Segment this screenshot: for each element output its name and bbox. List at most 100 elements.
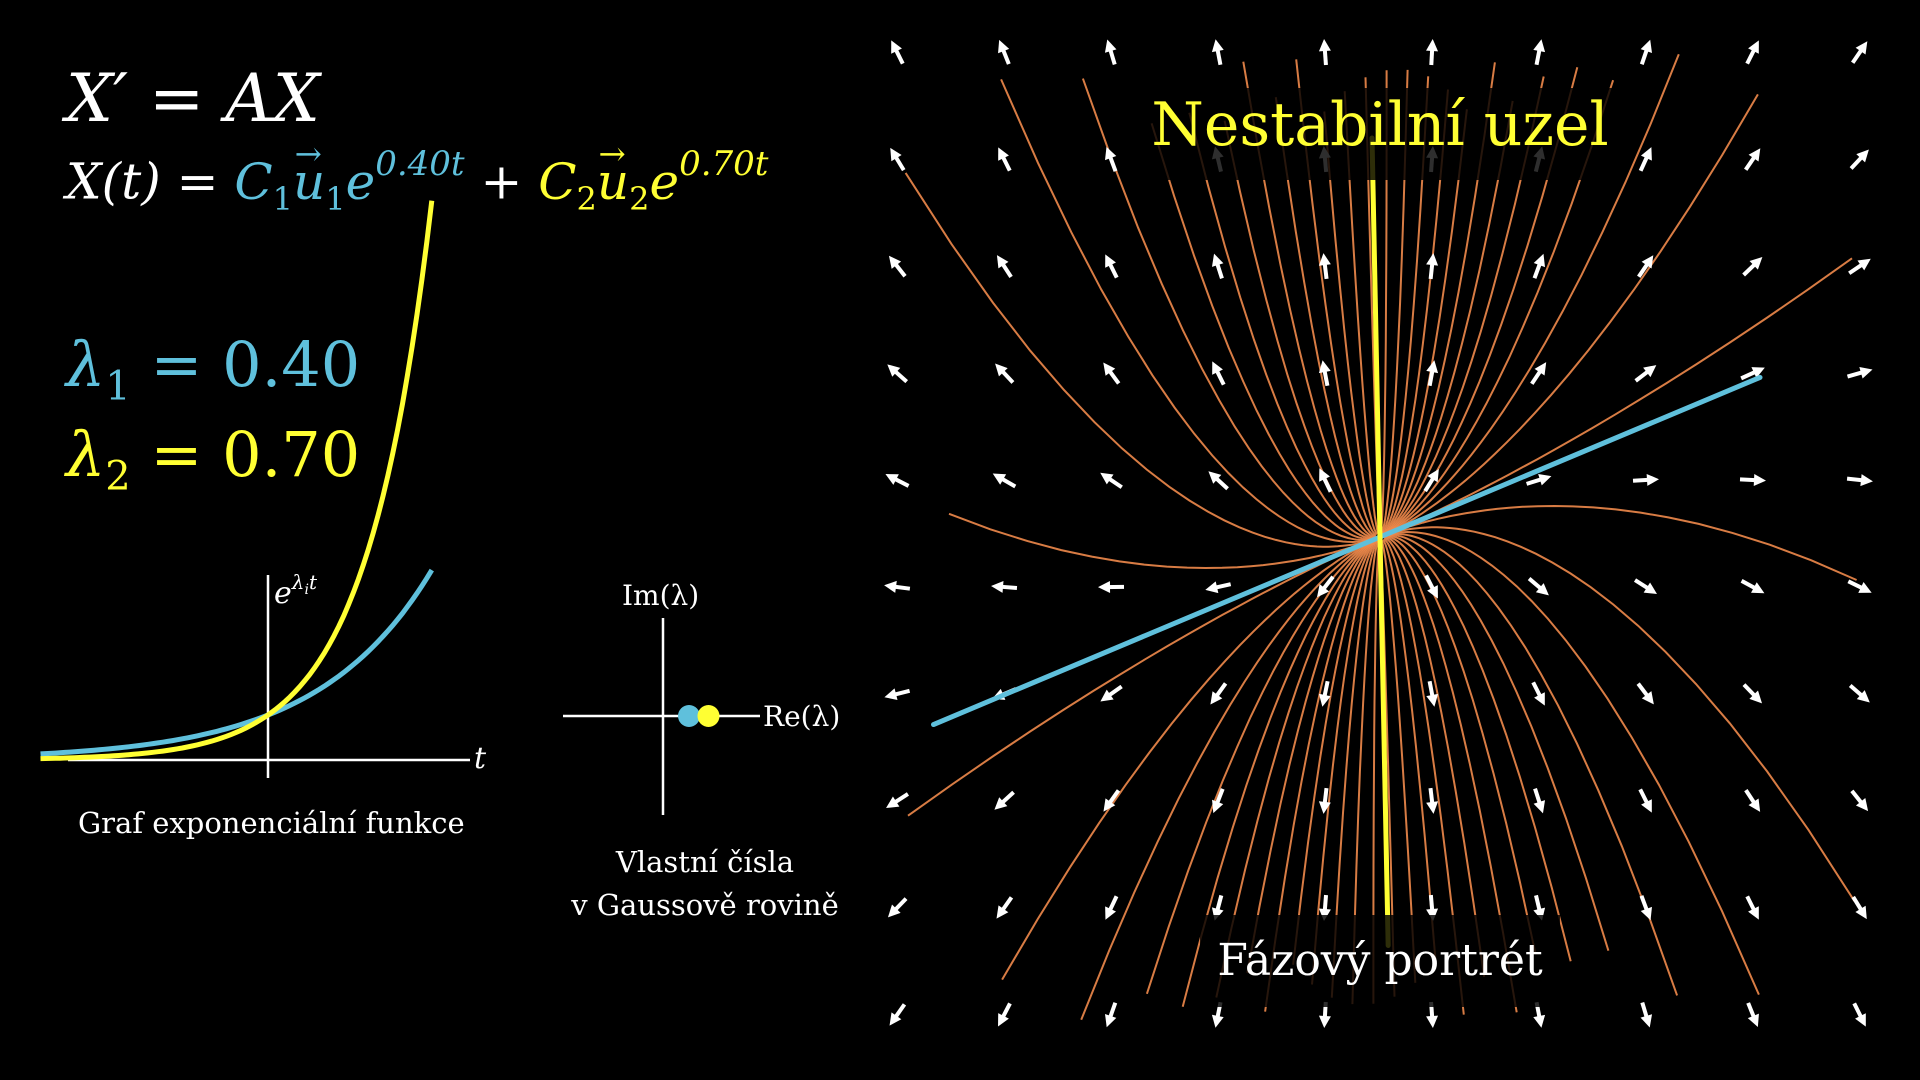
solution-equation: X(t) = C1u1e0.40t + C2u2e0.70t (66, 135, 768, 218)
field-arrow (1740, 579, 1765, 594)
streamline (1382, 89, 1449, 535)
field-arrow (1318, 787, 1331, 814)
streamline (1382, 539, 1437, 963)
streamline (1383, 534, 1610, 951)
field-arrow (1205, 581, 1232, 594)
phase-caption: Fázový portrét (1217, 935, 1543, 986)
lambda-1-value: λ1 = 0.40 (66, 328, 361, 410)
streamline (1383, 257, 1853, 537)
field-arrow (1424, 574, 1438, 599)
field-arrow (887, 897, 908, 918)
exp-x-label: t (474, 741, 487, 776)
field-arrow (1104, 39, 1117, 66)
field-arrow (1849, 149, 1869, 170)
streamline (1381, 76, 1430, 535)
field-arrow (887, 364, 909, 384)
eigenvalue-dot-1 (678, 705, 700, 727)
field-arrow (888, 255, 907, 278)
streamline (1223, 120, 1376, 539)
field-arrow (1847, 579, 1872, 593)
field-arrow (1742, 257, 1763, 277)
field-arrow (1638, 788, 1652, 813)
field-arrow (1105, 895, 1119, 920)
streamline (1384, 535, 1537, 954)
field-arrow (884, 580, 911, 593)
field-arrow (1212, 788, 1225, 814)
field-arrow (1632, 473, 1659, 486)
field-arrow (1318, 39, 1331, 66)
eigenvector-line-1 (931, 374, 1763, 728)
field-arrow (998, 147, 1012, 172)
field-arrow (1103, 362, 1121, 385)
field-arrow (1211, 39, 1224, 66)
plus-sign: + (480, 152, 523, 211)
field-arrow (1105, 254, 1119, 279)
field-arrow (889, 1003, 907, 1026)
phase-title: Nestabilní uzel (1151, 90, 1609, 160)
streamline (904, 172, 1377, 548)
field-arrow (884, 688, 911, 701)
streamline (1311, 539, 1378, 985)
streamline (1330, 539, 1379, 998)
streamline (1274, 97, 1377, 538)
streamline (1150, 123, 1377, 540)
field-arrow (1533, 39, 1546, 66)
small-graphs: t eλit Im(λ) Re(λ) (40, 200, 840, 815)
field-arrow (1742, 683, 1763, 704)
field-arrow (994, 790, 1015, 810)
field-arrow (1426, 787, 1439, 814)
im-label: Im(λ) (622, 579, 699, 612)
field-arrow (1745, 895, 1759, 920)
field-arrow (1210, 682, 1228, 705)
field-arrow (996, 896, 1014, 919)
streamline (1383, 537, 1465, 1015)
field-arrow (1532, 253, 1545, 279)
field-arrow (1639, 39, 1653, 65)
field-arrow (998, 1002, 1012, 1027)
field-arrow (1848, 258, 1871, 275)
field-arrow (1318, 680, 1331, 707)
field-arrow (1852, 1002, 1866, 1027)
field-arrow (1851, 895, 1867, 920)
field-arrow (886, 792, 910, 809)
field-arrow (891, 40, 905, 65)
field-arrow (1318, 894, 1331, 921)
field-arrow (1744, 789, 1761, 812)
streamline (1384, 535, 1518, 1013)
streamline (948, 512, 1377, 570)
term-1: C1u1e0.40t (234, 135, 464, 218)
field-arrow (995, 363, 1015, 384)
exp-curve-lambda-1 (40, 568, 434, 757)
eigenvalue-dot-2 (697, 705, 720, 727)
field-arrow (1638, 147, 1652, 172)
field-arrow (1426, 39, 1439, 66)
field-arrow (1640, 1001, 1653, 1028)
exp-graph: t eλit (40, 200, 487, 778)
field-arrow (1426, 680, 1439, 707)
re-label: Re(λ) (763, 700, 840, 733)
field-arrow (1318, 360, 1331, 387)
field-arrow (1319, 468, 1333, 493)
field-arrow (1530, 362, 1547, 385)
field-arrow (1634, 365, 1657, 383)
field-arrow (1846, 366, 1873, 379)
exp-y-label: eλit (274, 570, 318, 611)
field-arrow (1100, 684, 1123, 702)
exp-curve-lambda-2 (40, 200, 435, 762)
field-arrow (1639, 895, 1652, 921)
field-arrow (1746, 1002, 1759, 1028)
field-arrow (1525, 473, 1552, 486)
streamline (1343, 91, 1379, 534)
streamline (1323, 111, 1378, 535)
field-arrow (1103, 789, 1121, 812)
field-arrow (1105, 146, 1118, 172)
field-arrow (1744, 148, 1761, 171)
field-arrow (1740, 367, 1765, 381)
eigenvector-line-2 (1369, 135, 1391, 948)
streamline (1351, 540, 1379, 1005)
field-arrow (992, 473, 1017, 489)
field-arrow (991, 580, 1018, 593)
field-arrow (890, 147, 906, 172)
field-arrow (1100, 472, 1123, 489)
